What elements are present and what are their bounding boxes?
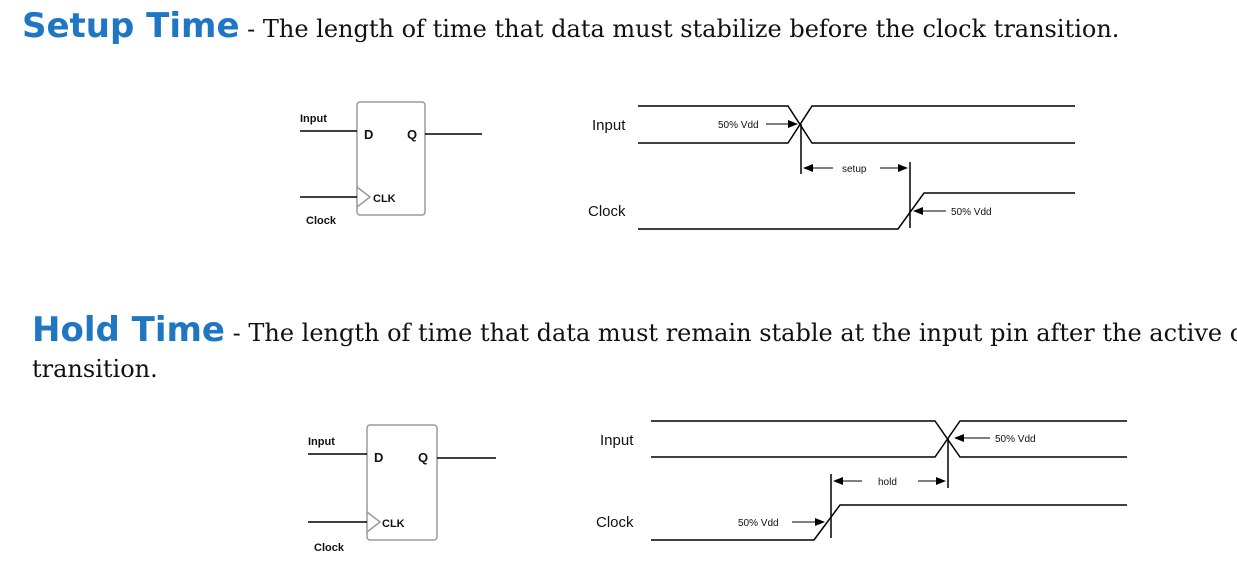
hold-clock-threshold-label: 50% Vdd [738,518,779,529]
setup-flipflop-box [356,101,426,216]
hold-description: - The length of time that data must rema… [224,319,1237,347]
hold-heading: Hold Time - The length of time that data… [32,310,1237,350]
setup-ff-clock-label: Clock [306,215,337,227]
setup-timing-clock-label: Clock [588,203,626,220]
hold-clk-label: CLK [382,518,405,530]
hold-d-label: D [374,450,383,465]
hold-clock-waveform [651,504,1127,541]
setup-timing-input-label: Input [592,117,626,134]
hold-input-threshold-label: 50% Vdd [995,434,1036,445]
hold-q-label: Q [418,450,428,465]
setup-input-waveform [638,105,1075,144]
hold-timing: Input Clock 50% Vdd hold 50% Vdd [596,420,1127,541]
setup-timing: Input Clock 50% Vdd setup 50% Vdd [588,105,1075,230]
hold-timing-clock-label: Clock [596,514,634,531]
setup-term: Setup Time [22,6,240,46]
setup-clk-triangle-icon [356,186,372,208]
hold-term: Hold Time [32,310,225,350]
setup-description: - The length of time that data must stab… [239,15,1120,43]
setup-heading: Setup Time - The length of time that dat… [22,6,1119,46]
setup-q-label: Q [407,127,417,142]
setup-clk-label: CLK [373,193,396,205]
setup-clock-waveform [638,192,1075,230]
setup-flipflop: Input Clock D Q CLK [300,101,482,227]
hold-input-waveform [651,420,1127,458]
setup-clock-threshold-label: 50% Vdd [951,207,992,218]
setup-d-label: D [364,127,373,142]
setup-ff-input-label: Input [300,113,327,125]
hold-ff-clock-label: Clock [314,542,345,554]
setup-interval-label: setup [842,164,867,175]
hold-interval-label: hold [878,477,897,488]
hold-description-wrap: transition. [32,355,158,383]
hold-flipflop: Input Clock D Q CLK [308,424,496,554]
hold-ff-input-label: Input [308,436,335,448]
hold-timing-input-label: Input [600,432,634,449]
setup-input-threshold-label: 50% Vdd [718,120,759,131]
hold-flipflop-box [366,424,438,541]
hold-clk-triangle-icon [366,511,382,533]
